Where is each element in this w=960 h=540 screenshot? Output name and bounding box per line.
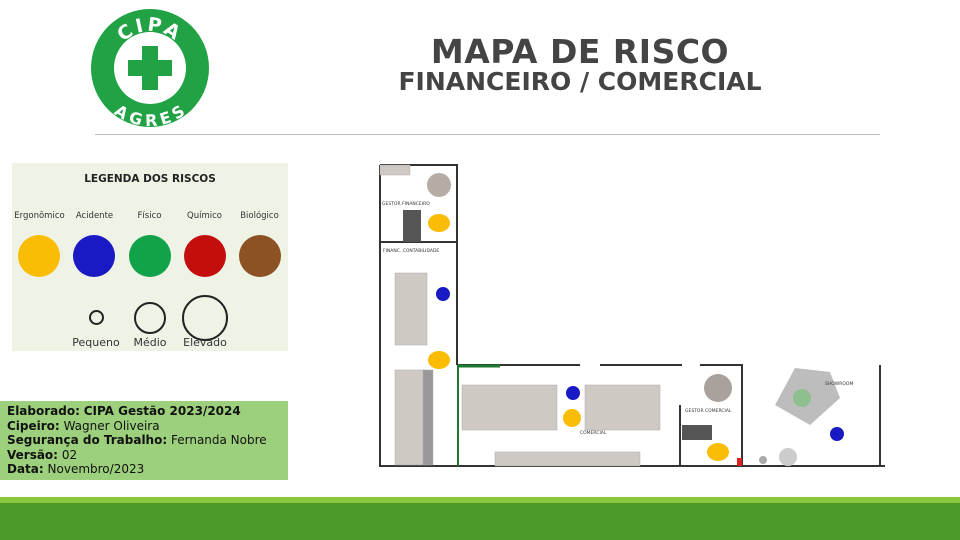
- room-label-gestor-financeiro: GESTOR FINANCEIRO: [382, 201, 430, 207]
- info-elaborado: Elaborado: CIPA Gestão 2023/2024: [7, 404, 241, 418]
- legend-label-ergonomico: Ergonômico: [14, 211, 65, 221]
- legend-dot-quimico: [184, 235, 226, 277]
- legend-dot-acidente: [73, 235, 115, 277]
- footer-band-light: [0, 497, 960, 503]
- risk-marker-acidente: [436, 287, 450, 301]
- room-label-financ-contabilidade: FINANC. CONTABILIDADE: [383, 248, 439, 254]
- room-label-showroom: SHOWROOM: [825, 381, 853, 387]
- room-label-comercial: COMERCIAL: [580, 430, 607, 436]
- risk-legend: LEGENDA DOS RISCOS Ergonômico Acidente F…: [12, 163, 288, 351]
- risk-marker-ergonomico: [563, 409, 581, 427]
- legend-label-biologico: Biológico: [240, 211, 279, 221]
- room-label-gestor-comercial: GESTOR COMERCIAL: [685, 408, 732, 414]
- info-cipeiro: Cipeiro: Wagner Oliveira: [7, 418, 160, 433]
- risk-marker-acidente: [566, 386, 580, 400]
- risk-marker-acidente: [830, 427, 844, 441]
- divider: [95, 134, 880, 135]
- page-title: MAPA DE RISCO: [430, 32, 730, 71]
- risk-marker-ergonomico: [707, 443, 729, 461]
- size-label-medio: Médio: [133, 336, 167, 349]
- page-subtitle: FINANCEIRO / COMERCIAL: [398, 67, 762, 96]
- legend-label-quimico: Químico: [187, 211, 222, 221]
- footer-band-dark: [0, 503, 960, 540]
- info-seguranca: Segurança do Trabalho: Fernanda Nobre: [7, 433, 267, 447]
- floor-plan: GESTOR FINANCEIRO FINANC. CONTABILIDADE …: [379, 164, 885, 467]
- legend-dot-fisico: [129, 235, 171, 277]
- legend-label-fisico: Físico: [137, 211, 162, 221]
- legend-label-acidente: Acidente: [75, 211, 114, 221]
- info-data: Data: Novembro/2023: [7, 462, 145, 476]
- legend-title: LEGENDA DOS RISCOS: [84, 173, 216, 185]
- size-small-circle: [89, 310, 104, 325]
- size-label-elevado: Elevado: [183, 336, 227, 349]
- size-label-pequeno: Pequeno: [72, 336, 120, 349]
- legend-dot-ergonomico: [18, 235, 60, 277]
- info-versao: Versão: 02: [7, 447, 78, 462]
- cipa-logo: CIPA AGRES: [91, 9, 209, 128]
- document-info: Elaborado: CIPA Gestão 2023/2024 Cipeiro…: [0, 401, 288, 480]
- workstations: [379, 164, 661, 467]
- size-large-circle: [182, 295, 228, 341]
- size-medium-circle: [134, 302, 166, 334]
- risk-marker-ergonomico: [428, 214, 450, 232]
- legend-dot-biologico: [239, 235, 281, 277]
- risk-marker-ergonomico: [428, 351, 450, 369]
